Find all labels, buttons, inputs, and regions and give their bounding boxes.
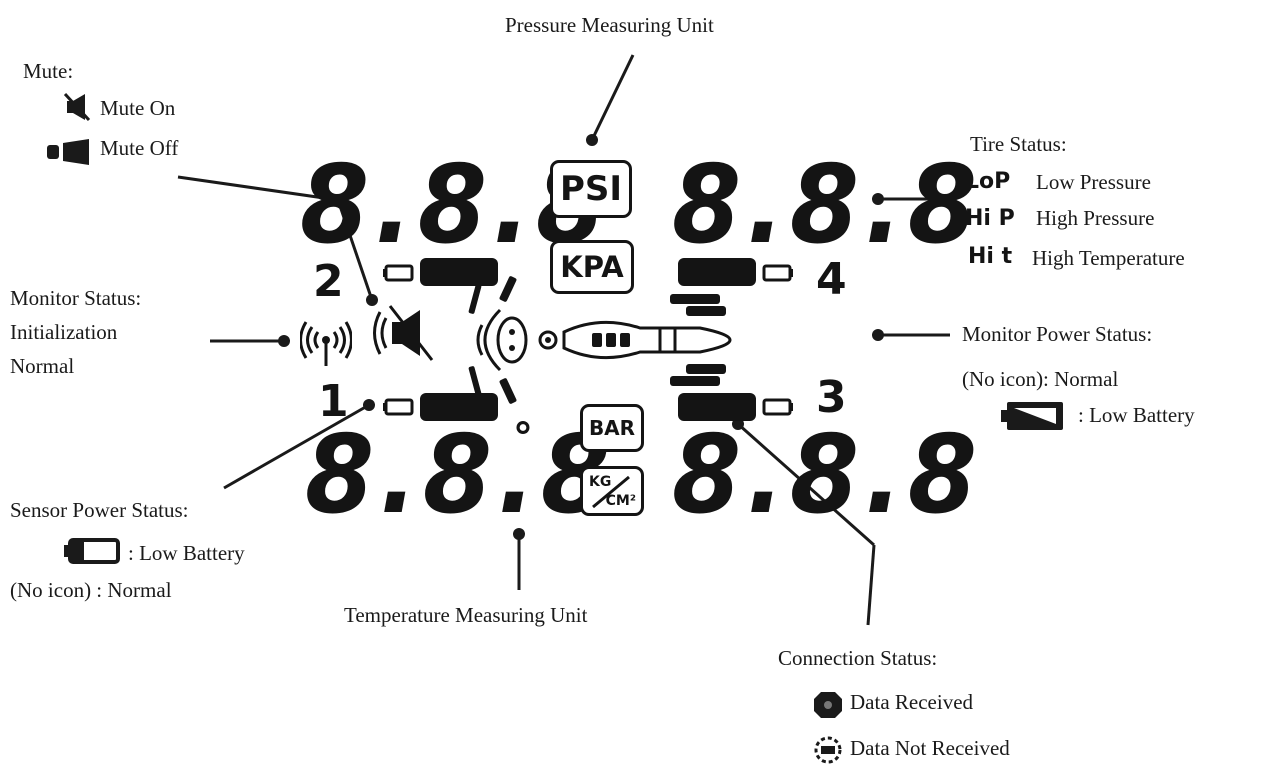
high-pressure-code: Hi P	[965, 206, 1015, 231]
antenna-icon	[300, 321, 352, 366]
pressure-unit-label: Pressure Measuring Unit	[505, 13, 714, 37]
sensor-power-normal-label: (No icon) : Normal	[10, 578, 172, 602]
monitor-status-title: Monitor Status:	[10, 286, 142, 310]
motorcycle-icon	[468, 276, 732, 404]
unit-fraction-slash	[592, 475, 630, 509]
low-pressure-label: Low Pressure	[1036, 170, 1151, 194]
high-temperature-label: High Temperature	[1032, 246, 1185, 270]
monitor-battery-low-icon	[1001, 402, 1063, 430]
data-not-received-label: Data Not Received	[850, 736, 1010, 760]
tire-number-1: 1	[318, 376, 349, 427]
low-pressure-code: LoP	[965, 169, 1011, 194]
unit-kg-cm2: KG CM²	[580, 466, 644, 516]
mute-on-label: Mute On	[100, 96, 176, 120]
monitor-power-low-label: : Low Battery	[1078, 403, 1195, 427]
connection-status-title: Connection Status:	[778, 646, 938, 670]
tire-number-3: 3	[816, 372, 847, 423]
data-received-label: Data Received	[850, 690, 974, 714]
data-received-icon	[814, 692, 842, 718]
unit-bar: BAR	[580, 404, 644, 452]
tire-status-title: Tire Status:	[970, 132, 1067, 156]
mute-title: Mute:	[23, 59, 74, 83]
speaker-icon	[373, 305, 434, 361]
data-not-received-icon	[814, 736, 842, 764]
sensor-power-title: Sensor Power Status:	[10, 498, 189, 522]
tire-2-battery-indicator	[383, 258, 498, 286]
readout-bottom-right: 8.8.8	[672, 413, 983, 538]
monitor-power-title: Monitor Power Status:	[962, 322, 1153, 346]
unit-psi: PSI	[550, 160, 632, 218]
unit-cm: CM²	[605, 493, 636, 509]
readout-top-right: 8.8.8	[672, 143, 983, 268]
mute-on-icon	[63, 92, 91, 122]
sensor-battery-low-icon	[64, 538, 120, 564]
degree-sign: °	[513, 415, 533, 461]
tire-3-battery-indicator	[678, 393, 793, 421]
high-temperature-code: Hi t	[968, 244, 1013, 269]
tire-number-4: 4	[816, 254, 847, 305]
unit-kpa: KPA	[550, 240, 634, 294]
high-pressure-label: High Pressure	[1036, 206, 1155, 230]
monitor-initialization-label: Initialization	[10, 320, 118, 344]
readout-bottom-left: 8.8.8	[305, 413, 616, 538]
unit-kg: KG	[589, 474, 612, 490]
monitor-power-normal-label: (No icon): Normal	[962, 367, 1119, 391]
monitor-normal-label: Normal	[10, 354, 75, 378]
sensor-power-low-label: : Low Battery	[128, 541, 245, 565]
mute-off-label: Mute Off	[100, 136, 179, 160]
tire-4-battery-indicator	[678, 258, 793, 286]
tire-number-2: 2	[313, 256, 344, 307]
temperature-unit-label: Temperature Measuring Unit	[344, 603, 588, 627]
mute-off-icon	[47, 139, 89, 165]
tire-1-battery-indicator	[383, 393, 498, 421]
